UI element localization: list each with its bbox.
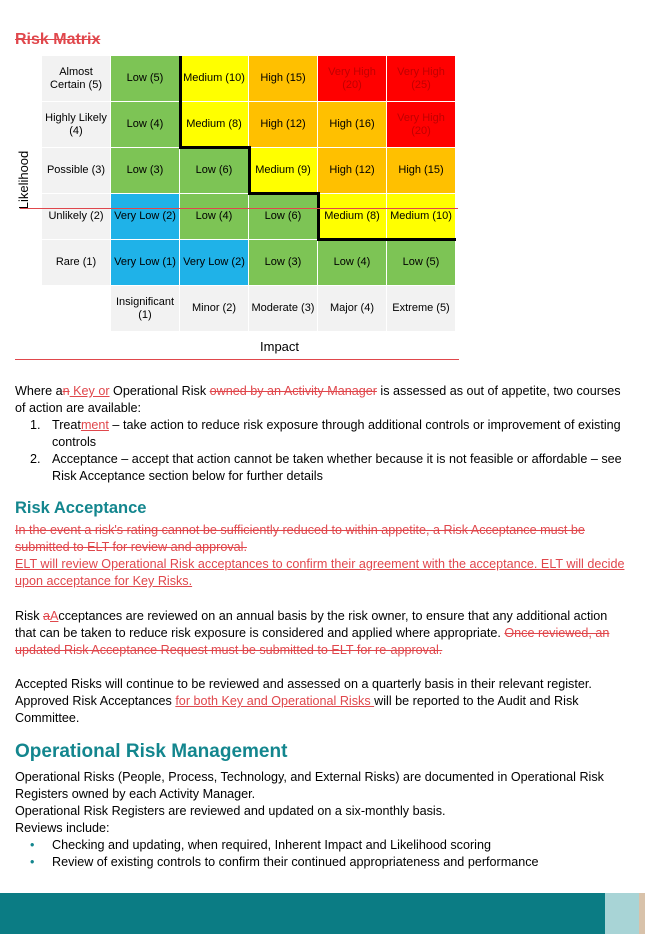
- row-header: Highly Likely (4): [42, 102, 111, 148]
- text: Risk: [15, 609, 43, 623]
- row-header: Almost Certain (5): [42, 56, 111, 102]
- risk-acceptance-heading: Risk Acceptance: [15, 499, 147, 517]
- text: will be reported to the Audit and Risk C…: [15, 694, 579, 725]
- matrix-cell: Low (5): [387, 240, 456, 286]
- text: Treat: [52, 418, 81, 432]
- matrix-cell: Very High (20): [387, 102, 456, 148]
- impact-header: Extreme (5): [387, 286, 456, 332]
- likelihood-axis-label: Likelihood: [16, 150, 31, 210]
- deleted-text: owned by an Activity Manager: [209, 384, 377, 398]
- operational-paragraph: Operational Risk Registers are reviewed …: [15, 804, 446, 818]
- reviews-bullet-list: • Checking and updating, when required, …: [30, 837, 630, 871]
- deleted-text: a: [43, 609, 51, 623]
- text: Acceptance – accept that action cannot b…: [52, 452, 622, 483]
- intro-paragraph: Where an Key or Operational Risk owned b…: [15, 383, 630, 417]
- inserted-paragraph: ELT will review Operational Risk accepta…: [15, 557, 625, 588]
- bullet-text: Checking and updating, when required, In…: [52, 838, 491, 852]
- inserted-text: A: [50, 609, 59, 623]
- matrix-cell: Medium (9): [249, 148, 318, 194]
- impact-header: Minor (2): [180, 286, 249, 332]
- row-header: Rare (1): [42, 240, 111, 286]
- list-item: 1. Treatment – take action to reduce ris…: [30, 417, 630, 451]
- list-item: • Checking and updating, when required, …: [30, 837, 630, 854]
- matrix-cell: Low (4): [318, 240, 387, 286]
- operational-paragraph: Operational Risks (People, Process, Tech…: [15, 770, 604, 801]
- impact-header: Major (4): [318, 286, 387, 332]
- footer-accent: [639, 893, 645, 934]
- bullet-icon: •: [30, 838, 35, 852]
- text: is assessed as out of appetite, two cour…: [15, 384, 621, 415]
- matrix-cell: Low (3): [111, 148, 180, 194]
- list-number: 1.: [30, 418, 41, 432]
- list-number: 2.: [30, 452, 41, 466]
- impact-axis-label: Impact: [260, 339, 300, 354]
- inserted-text: Key or: [69, 384, 110, 398]
- strike-line: [20, 208, 458, 209]
- inserted-text: for both Key and Operational Risks: [175, 694, 375, 708]
- matrix-cell: Low (4): [111, 102, 180, 148]
- text: cceptances are reviewed on an annual bas…: [15, 609, 608, 640]
- matrix-cell: Medium (8): [180, 102, 249, 148]
- matrix-cell: Medium (10): [180, 56, 249, 102]
- appetite-line: [248, 192, 319, 195]
- footer-accent: [605, 893, 639, 934]
- matrix-cell: Low (6): [249, 194, 318, 240]
- matrix-cell: High (15): [249, 56, 318, 102]
- matrix-cell: Very Low (2): [180, 240, 249, 286]
- acceptance-review-paragraph: Risk aAcceptances are reviewed on an ann…: [15, 608, 630, 659]
- matrix-cell: Low (6): [180, 148, 249, 194]
- bullet-icon: •: [30, 855, 35, 869]
- deleted-text: Once reviewed, an updated Risk Acceptanc…: [15, 626, 610, 657]
- appetite-line: [179, 56, 182, 148]
- deleted-paragraph: In the event a risk's rating cannot be s…: [15, 523, 585, 554]
- list-item: 2. Acceptance – accept that action canno…: [30, 451, 630, 485]
- matrix-cell: High (15): [387, 148, 456, 194]
- operational-paragraph: Reviews include:: [15, 821, 110, 835]
- bullet-text: Review of existing controls to confirm t…: [52, 855, 539, 869]
- matrix-cell: High (12): [318, 148, 387, 194]
- text: Operational Risk: [109, 384, 210, 398]
- row-header: Possible (3): [42, 148, 111, 194]
- matrix-cell: Very Low (2): [111, 194, 180, 240]
- appetite-line: [317, 192, 320, 240]
- text: – take action to reduce risk exposure th…: [52, 418, 621, 449]
- appetite-line: [179, 146, 250, 149]
- text: Where a: [15, 384, 63, 398]
- matrix-cell: High (16): [318, 102, 387, 148]
- matrix-cell: Very High (25): [387, 56, 456, 102]
- matrix-cell: Medium (10): [387, 194, 456, 240]
- footer-band: [0, 893, 605, 934]
- action-list: 1. Treatment – take action to reduce ris…: [30, 417, 630, 485]
- impact-header: Moderate (3): [249, 286, 318, 332]
- revision-line: [15, 359, 459, 360]
- appetite-line: [248, 146, 251, 194]
- matrix-cell: Very Low (1): [111, 240, 180, 286]
- matrix-cell: Low (4): [180, 194, 249, 240]
- appetite-line: [317, 238, 456, 241]
- impact-header: Insignificant (1): [111, 286, 180, 332]
- text: Accepted Risks will continue to be revie…: [15, 677, 592, 708]
- row-header: Unlikely (2): [42, 194, 111, 240]
- inserted-text: ment: [80, 418, 109, 432]
- risk-matrix-title: Risk Matrix: [15, 31, 101, 48]
- matrix-cell: High (12): [249, 102, 318, 148]
- matrix-cell: Low (5): [111, 56, 180, 102]
- matrix-cell: Low (3): [249, 240, 318, 286]
- operational-risk-heading: Operational Risk Management: [15, 741, 288, 762]
- matrix-cell: Very High (20): [318, 56, 387, 102]
- deleted-text: n: [62, 384, 70, 398]
- accepted-risks-paragraph: Accepted Risks will continue to be revie…: [15, 676, 630, 727]
- matrix-cell: Medium (8): [318, 194, 387, 240]
- list-item: • Review of existing controls to confirm…: [30, 854, 630, 871]
